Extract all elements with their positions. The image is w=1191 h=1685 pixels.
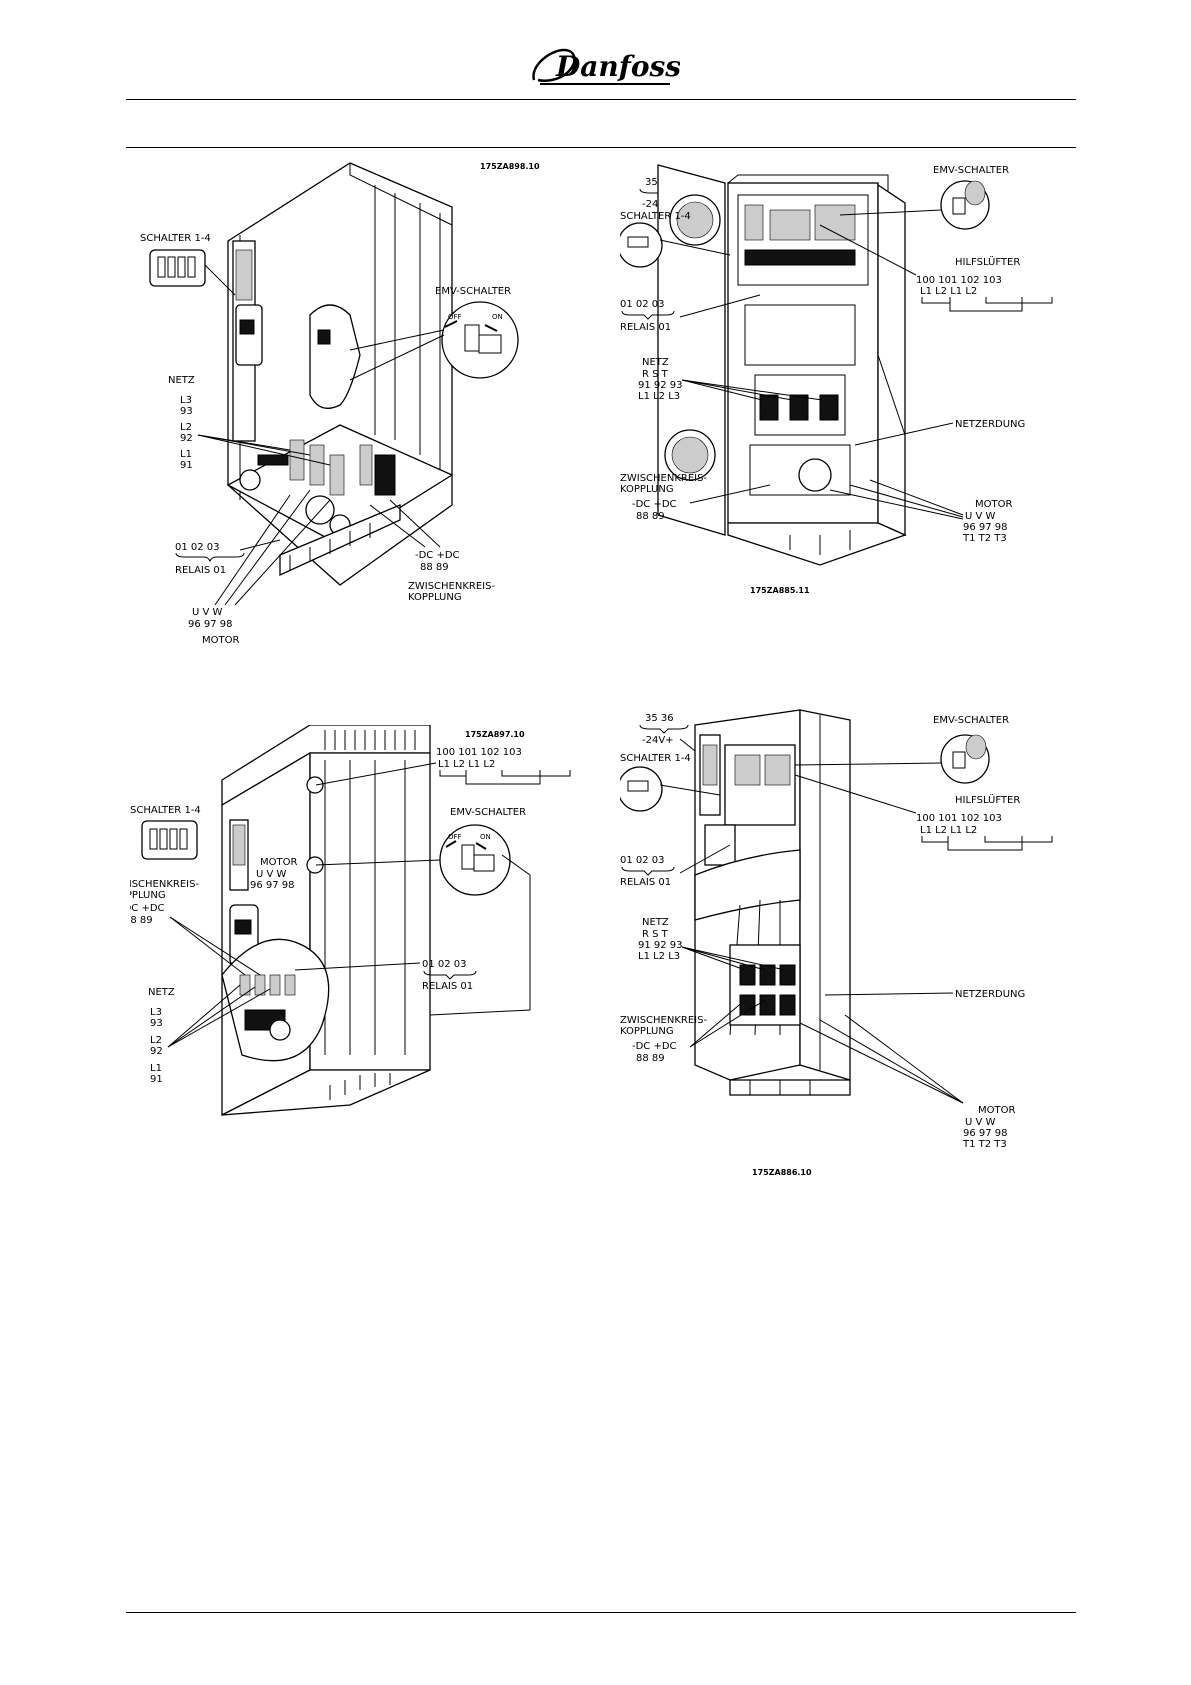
relay-label: RELAIS 01 [422,981,473,992]
uvw-label: U V W [965,511,996,522]
uvw-label: U V W [192,607,223,618]
switches-label: SCHALTER 1-4 [130,805,201,816]
relay-label: RELAIS 01 [175,565,226,576]
logo-text: Danfoss [555,50,680,83]
motor-t: T1 T2 T3 [962,533,1007,544]
l1-label: L1 [150,1063,162,1074]
fan-label: HILFSLÜFTER [955,255,1020,268]
figure-code: 175ZA886.10 [752,1168,812,1177]
netz-label: NETZ [148,987,175,998]
n91-label: 91 [180,460,193,471]
switches-label: SCHALTER 1-4 [620,211,691,222]
uvw-label: U V W [256,869,287,880]
relay-label: RELAIS 01 [620,877,671,888]
fan-numbers: 100 101 102 103 [436,747,522,758]
n92-label: 92 [150,1046,163,1057]
n91-label: 91 [150,1074,163,1085]
motor-t: T1 T2 T3 [962,1139,1007,1150]
dc-labels: -DC +DC [632,499,677,510]
fan-lines: L1 L2 L1 L2 [920,825,977,836]
emv-label: EMV-SCHALTER [933,165,1009,176]
relay-numbers: 01 02 03 [422,959,467,970]
fan-lines: L1 L2 L1 L2 [920,286,977,297]
figure-code: 175ZA897.10 [465,730,525,739]
netz-lines: L1 L2 L3 [638,391,680,402]
l2-label: L2 [180,422,192,433]
fan-numbers: 100 101 102 103 [916,275,1002,286]
netz-label: NETZ [642,917,669,928]
switches-label: SCHALTER 1-4 [620,753,691,764]
netz-rst: R S T [642,929,669,940]
relay-numbers: 01 02 03 [175,542,220,553]
on-label: ON [480,833,491,841]
link-label-2: KOPPLUNG [408,592,462,603]
header-rule-bottom [126,147,1076,148]
off-label: OFF [448,313,462,321]
figure-4-drive-open: 35 36 -24V+ SCHALTER 1-4 EMV-SCHALTER HI… [620,709,1053,1177]
motor-numbers: 96 97 98 [188,619,233,630]
l1-label: L1 [180,449,192,460]
motor-label: MOTOR [202,635,239,646]
fan-label: HILFSLÜFTER [955,793,1020,806]
netz-lines: L1 L2 L3 [638,951,680,962]
switches-label: SCHALTER 1-4 [140,233,211,244]
figure-code: 175ZA898.10 [480,162,540,171]
v24-label: -24V+ [642,735,674,746]
figure-2-drive-open: 35 36 -24V+ SCHALTER 1-4 EMV-SCHALTER HI… [620,164,1053,595]
dc-numbers: 88 89 [636,1053,665,1064]
earth-label: NETZERDUNG [955,989,1025,1000]
netz-label: NETZ [168,375,195,386]
l2-label: L2 [150,1035,162,1046]
relay-label: RELAIS 01 [620,322,671,333]
fan-numbers: 100 101 102 103 [916,813,1002,824]
emv-label: EMV-SCHALTER [450,807,526,818]
link-label-2: KOPPLUNG [620,1026,674,1037]
emv-label: EMV-SCHALTER [435,286,511,297]
earth-label: NETZERDUNG [955,419,1025,430]
link-label-2: KOPPLUNG [620,484,674,495]
n93-label: 93 [180,406,193,417]
link-label-1: ZWISCHENKREIS- [620,1015,707,1026]
relay-numbers: 01 02 03 [620,299,665,310]
uvw-label: U V W [965,1117,996,1128]
dc-labels: -DC +DC [632,1041,677,1052]
v24-numbers: 35 36 [645,713,674,724]
dc-labels: -DC +DC [415,550,460,561]
motor-numbers: 96 97 98 [963,522,1008,533]
fan-lines: L1 L2 L1 L2 [438,759,495,770]
relay-numbers: 01 02 03 [620,855,665,866]
motor-numbers: 96 97 98 [250,880,295,891]
netz-numbers: 91 92 93 [638,940,683,951]
footer-rule [126,1612,1076,1613]
n93-label: 93 [150,1018,163,1029]
header-rule-top [126,99,1076,100]
netz-rst: R S T [642,369,669,380]
dc-numbers: 88 89 [636,511,665,522]
l3-label: L3 [180,395,192,406]
link-label-1: ZWISCHENKREIS- [130,879,199,890]
motor-label: MOTOR [975,499,1012,510]
netz-numbers: 91 92 93 [638,380,683,391]
figure-1-drive-open: 175ZA898.10 SCHALTER 1-4 EMV-SCHALTER OF… [140,162,540,646]
dc-numbers: 88 89 [420,562,449,573]
dc-labels: -DC +DC [130,903,165,914]
figure-code: 175ZA885.11 [750,586,810,595]
n92-label: 92 [180,433,193,444]
link-label-1: ZWISCHENKREIS- [408,581,495,592]
motor-label: MOTOR [978,1105,1015,1116]
danfoss-logo: Danfoss [532,48,680,85]
on-label: ON [492,313,503,321]
emv-label: EMV-SCHALTER [933,715,1009,726]
dc-numbers: 88 89 [130,915,153,926]
netz-label: NETZ [642,357,669,368]
motor-numbers: 96 97 98 [963,1128,1008,1139]
link-label-1: ZWISCHENKREIS- [620,473,707,484]
figure-3-drive-open: 175ZA897.10 SCHALTER 1-4 100 101 102 103 [130,725,571,1117]
l3-label: L3 [150,1007,162,1018]
motor-label: MOTOR [260,857,297,868]
off-label: OFF [448,833,462,841]
link-label-2: KOPPLUNG [130,890,166,901]
